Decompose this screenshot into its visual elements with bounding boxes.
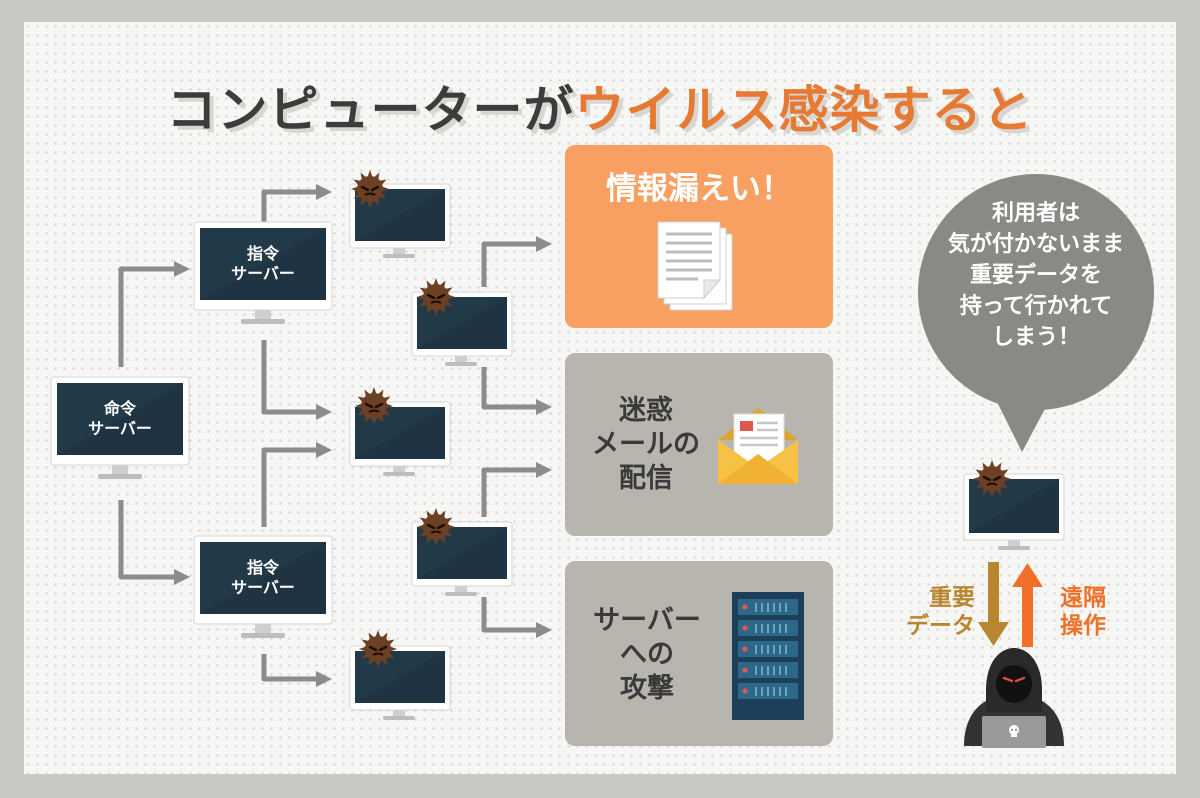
monitor-infected-5 — [349, 629, 451, 720]
page-title: コンピューターがウイルス感染すると — [24, 70, 1176, 142]
diagram-graphics — [50, 169, 1154, 748]
outcome-leak-label: 情報漏えい！ — [606, 171, 792, 207]
outcome-spam-box — [565, 353, 833, 536]
data-down-label: 重要 データ — [906, 585, 975, 639]
title-part1: コンピューターが — [166, 81, 575, 139]
speech-bubble — [918, 174, 1154, 452]
remote-up-arrow — [1012, 563, 1043, 647]
server-rack-icon — [732, 592, 804, 720]
title-part2: ウイルス感染すると — [574, 81, 1034, 139]
data-down-arrow — [978, 562, 1009, 646]
monitor-user-infected — [963, 459, 1065, 550]
monitor-infected-4 — [411, 507, 513, 596]
document-stack-icon — [657, 221, 733, 311]
outcome-attack-label: サーバー への 攻撃 — [593, 605, 701, 704]
monitor-c2-top — [193, 221, 333, 324]
monitor-infected-2 — [411, 277, 513, 366]
remote-up-label: 遠隔 操作 — [1060, 585, 1106, 639]
c2-server-bottom-label: 指令 サーバー — [231, 558, 295, 597]
envelope-icon — [718, 408, 798, 484]
bubble-message: 利用者は 気が付かないまま 重要データを 持って行かれて しまう！ — [947, 201, 1124, 350]
outcome-spam-label: 迷惑 メールの 配信 — [592, 395, 700, 494]
command-server-label: 命令 サーバー — [88, 399, 152, 438]
monitor-infected-1 — [349, 169, 451, 258]
monitor-infected-3 — [349, 386, 451, 476]
hacker-icon — [964, 648, 1064, 748]
monitor-c2-bottom — [193, 535, 333, 638]
c2-server-top-label: 指令 サーバー — [231, 244, 295, 283]
infographic-frame: コンピューターがウイルス感染すると — [24, 22, 1176, 774]
monitor-command-server — [50, 376, 190, 479]
